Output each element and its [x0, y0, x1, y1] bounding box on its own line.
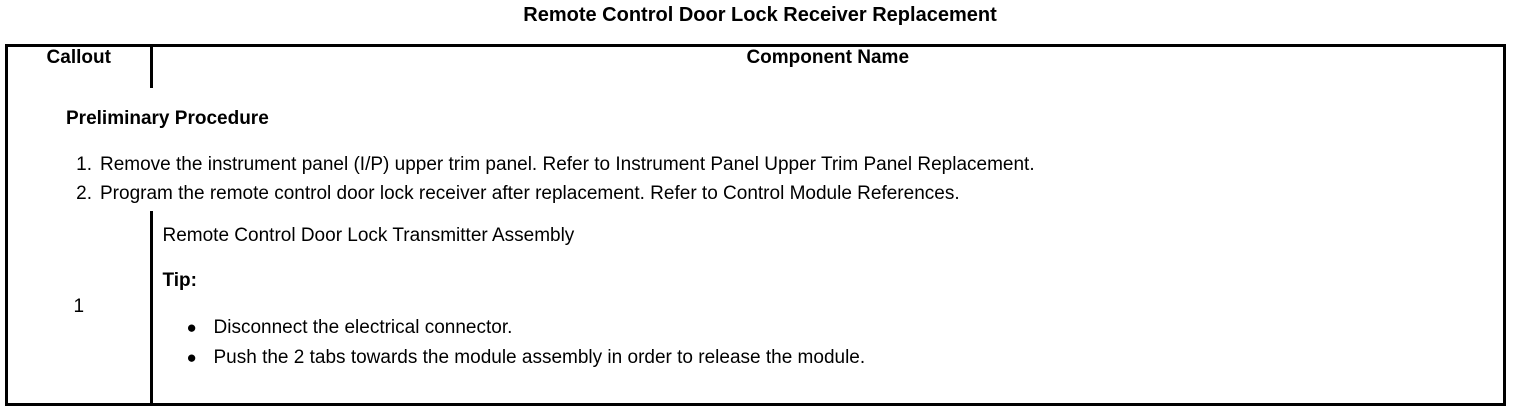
preliminary-step-1: 1. Remove the instrument panel (I/P) upp… — [66, 150, 1035, 179]
bullet-icon: ● — [186, 318, 197, 337]
table-header-row: Callout Component Name — [8, 47, 1503, 88]
preliminary-steps-list: 1. Remove the instrument panel (I/P) upp… — [8, 150, 1035, 208]
preliminary-procedure-row: Preliminary Procedure 1. Remove the inst… — [8, 88, 1503, 211]
list-item: ● Push the 2 tabs towards the module ass… — [187, 343, 866, 373]
tip-bullet-list: ● Disconnect the electrical connector. ●… — [153, 313, 866, 373]
step-number: 1. — [76, 154, 92, 175]
component-name-text: Remote Control Door Lock Transmitter Ass… — [162, 225, 575, 246]
procedure-table-container: Callout Component Name Preliminary Proce… — [5, 44, 1506, 406]
step-number: 2. — [76, 183, 92, 204]
list-item: ● Disconnect the electrical connector. — [187, 313, 866, 343]
table-row: 1 Remote Control Door Lock Transmitter A… — [8, 211, 1503, 403]
column-header-component-name: Component Name — [151, 47, 1503, 88]
preliminary-procedure-cell: Preliminary Procedure 1. Remove the inst… — [8, 88, 1503, 211]
callout-number: 1 — [8, 211, 153, 403]
bullet-icon: ● — [186, 348, 197, 367]
step-text: Program the remote control door lock rec… — [100, 183, 960, 204]
page-title: Remote Control Door Lock Receiver Replac… — [523, 4, 997, 26]
column-header-callout: Callout — [8, 47, 153, 88]
component-detail-cell: Remote Control Door Lock Transmitter Ass… — [151, 211, 1503, 403]
procedure-table: Callout Component Name Preliminary Proce… — [8, 47, 1503, 403]
tip-label: Tip: — [162, 270, 197, 291]
preliminary-procedure-heading: Preliminary Procedure — [66, 108, 269, 129]
step-text: Remove the instrument panel (I/P) upper … — [100, 154, 1035, 175]
tip-text: Disconnect the electrical connector. — [213, 317, 513, 338]
preliminary-step-2: 2. Program the remote control door lock … — [66, 179, 1035, 208]
tip-text: Push the 2 tabs towards the module assem… — [213, 347, 866, 368]
